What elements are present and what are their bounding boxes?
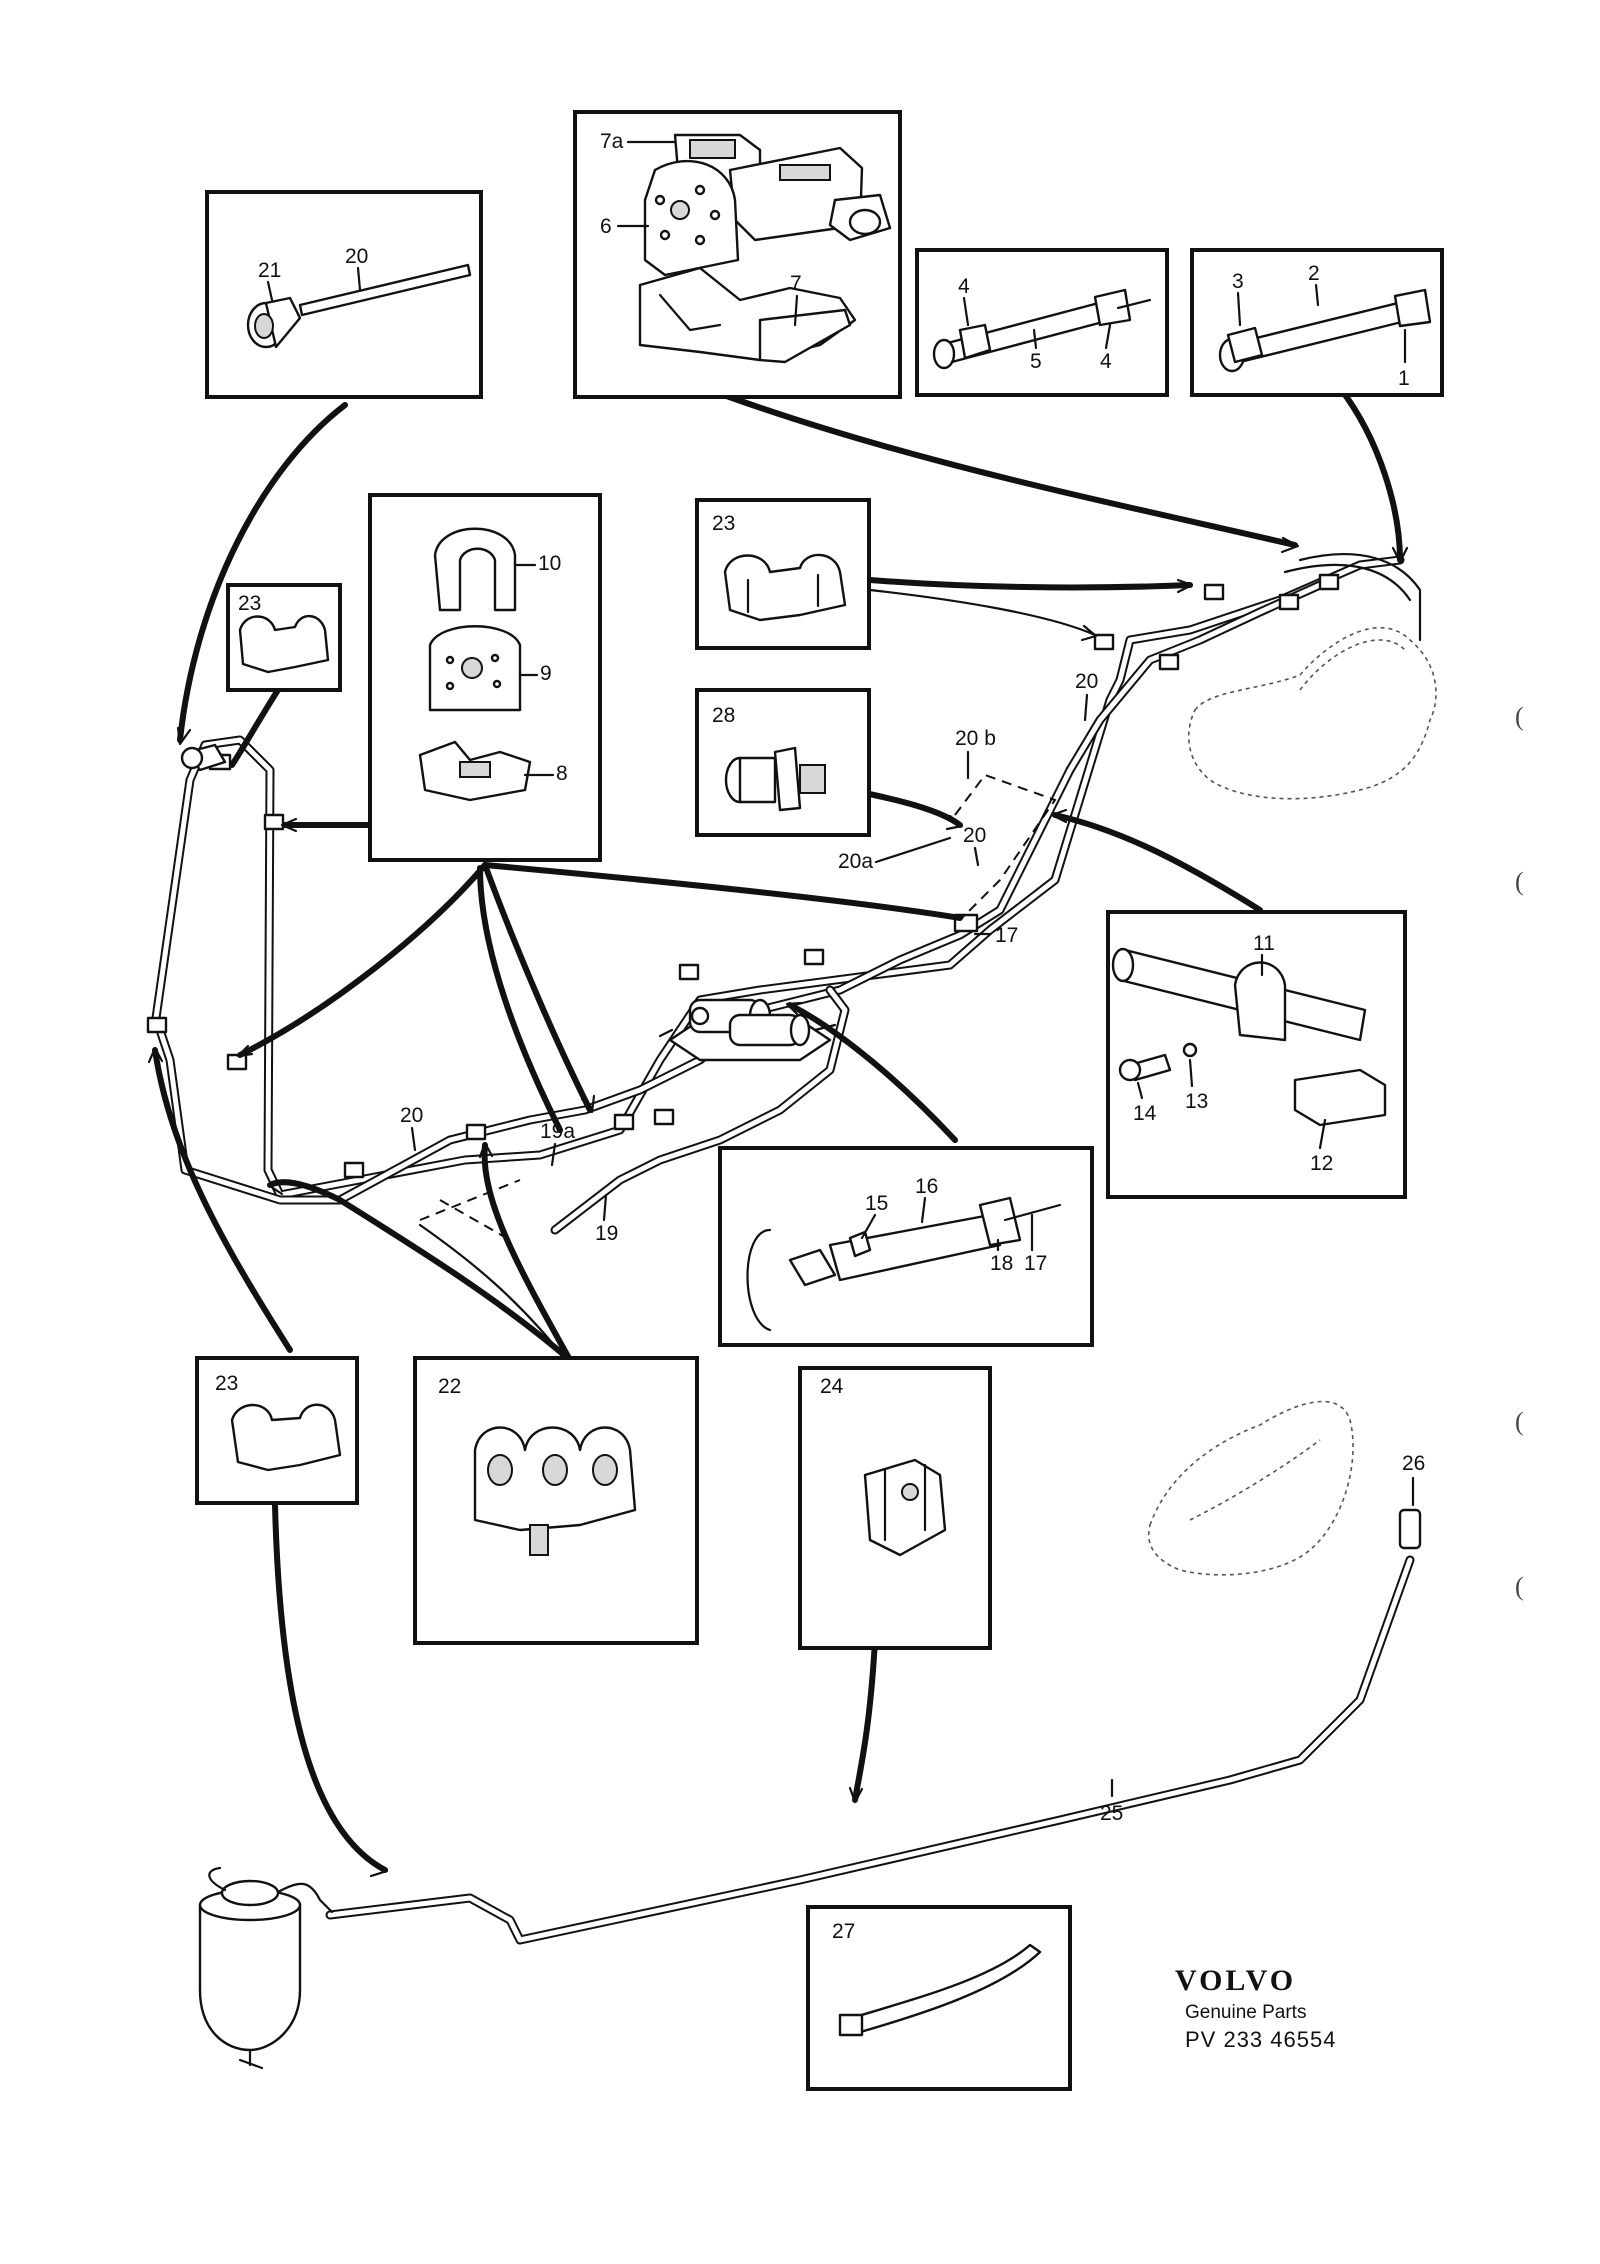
margin-mark: ( <box>1515 702 1524 731</box>
box-grommet-set <box>573 110 902 399</box>
box-pipe-bracket <box>1106 910 1407 1199</box>
label-21: 21 <box>258 259 281 282</box>
label-14: 14 <box>1133 1102 1157 1125</box>
brand-subtitle: Genuine Parts <box>1185 2002 1306 2023</box>
label-26: 26 <box>1402 1452 1425 1475</box>
box-pressure-switch <box>695 688 871 837</box>
engine-outline-top <box>1187 553 1437 800</box>
box-double-clip-left <box>226 583 342 692</box>
label-20-mid: 20 <box>963 824 986 847</box>
pipe-25 <box>325 1555 1415 1945</box>
box-single-clip <box>798 1366 992 1650</box>
margin-marks: ( ( ( ( <box>1515 702 1524 1601</box>
label-4a: 4 <box>958 275 970 298</box>
label-25: 25 <box>1100 1802 1123 1825</box>
label-20-box: 20 <box>345 245 368 268</box>
label-5: 5 <box>1030 350 1042 373</box>
label-23-bottom: 23 <box>215 1372 238 1395</box>
left-pipe-fitting <box>180 743 227 772</box>
label-17-upper: 17 <box>995 924 1018 947</box>
label-9: 9 <box>540 662 552 685</box>
box-hose-clamps <box>915 248 1169 397</box>
label-24: 24 <box>820 1375 844 1398</box>
label-6: 6 <box>600 215 612 238</box>
label-22: 22 <box>438 1375 461 1398</box>
label-19a: 19a <box>540 1120 575 1143</box>
label-12: 12 <box>1310 1152 1333 1175</box>
label-7a: 7a <box>600 130 624 153</box>
box-double-clip-bottom <box>195 1356 359 1505</box>
pipe-clips <box>146 573 1340 1179</box>
label-20a: 20a <box>838 850 873 873</box>
label-8: 8 <box>556 762 568 785</box>
volvo-brand-block: VOLVO Genuine Parts PV 233 46554 <box>1175 1964 1336 2052</box>
box-clip-stack <box>368 493 602 862</box>
label-28: 28 <box>712 704 735 727</box>
brand-logo: VOLVO <box>1175 1964 1296 1997</box>
label-18: 18 <box>990 1252 1013 1275</box>
label-20-main: 20 <box>1075 670 1098 693</box>
pipe-19 <box>550 985 850 1235</box>
fuel-pump-assembly <box>658 998 837 1062</box>
callout-arrows <box>147 385 1409 1878</box>
label-20b: 20 b <box>955 727 996 750</box>
label-17-lower: 17 <box>1024 1252 1047 1275</box>
label-20-left: 20 <box>400 1104 423 1127</box>
box-hose-connection <box>718 1146 1094 1347</box>
label-27: 27 <box>832 1920 855 1943</box>
margin-mark: ( <box>1515 1572 1524 1601</box>
label-10: 10 <box>538 552 561 575</box>
box-tube-nut <box>205 190 483 399</box>
box-double-clip-top <box>695 498 871 650</box>
box-triple-clip <box>413 1356 699 1645</box>
margin-mark: ( <box>1515 1407 1524 1436</box>
label-23-top: 23 <box>712 512 735 535</box>
engine-outline-bottom <box>1148 1400 1354 1576</box>
label-7: 7 <box>790 272 802 295</box>
label-2: 2 <box>1308 262 1320 285</box>
label-19: 19 <box>595 1222 618 1245</box>
label-4b: 4 <box>1100 350 1112 373</box>
label-3: 3 <box>1232 270 1244 293</box>
box-hose-assembly <box>1190 248 1444 397</box>
callout-labels: 21 20 7a 6 7 4 5 4 3 2 1 10 9 8 23 23 <box>215 130 1425 1943</box>
label-23-left: 23 <box>238 592 261 615</box>
label-13: 13 <box>1185 1090 1208 1113</box>
return-fuel-pipe <box>155 580 1325 1205</box>
label-11: 11 <box>1253 932 1275 955</box>
label-16: 16 <box>915 1175 938 1198</box>
margin-mark: ( <box>1515 867 1524 896</box>
part-number: PV 233 46554 <box>1185 2027 1336 2052</box>
fuel-filter <box>198 1866 334 2070</box>
label-1: 1 <box>1398 367 1410 390</box>
box-cable-tie <box>806 1905 1072 2091</box>
label-15: 15 <box>865 1192 888 1215</box>
